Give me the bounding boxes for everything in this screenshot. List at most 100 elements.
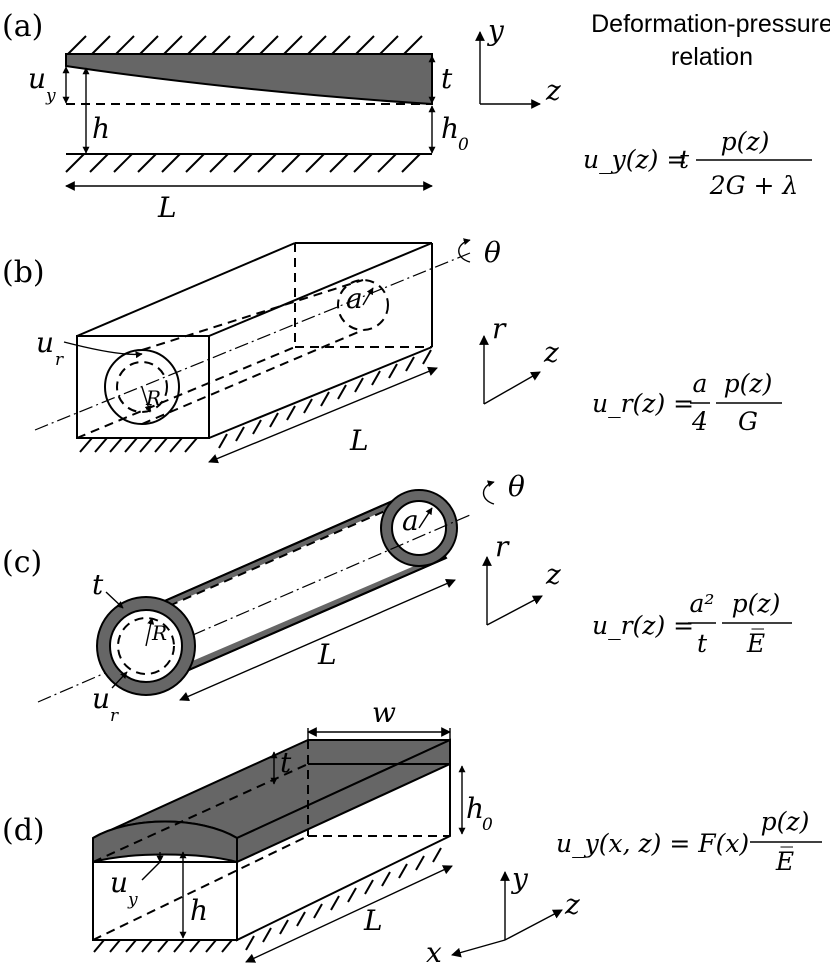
- panel-c-tag: (c): [2, 545, 42, 580]
- w-label: w: [372, 696, 396, 729]
- R-label-c: R: [151, 621, 167, 645]
- eq-c-fden: t: [697, 629, 708, 658]
- L-arrow-c: [179, 579, 456, 701]
- panel-c: (c) a R t u r L θ r z: [2, 470, 792, 726]
- eq-c-den: E̅: [746, 629, 765, 658]
- L-label-b: L: [349, 424, 369, 457]
- eq-c-num: p(z): [732, 589, 781, 618]
- bottom-wall-hatch: [65, 153, 421, 173]
- eq-a-t: t: [679, 145, 690, 174]
- axis-y-label: y: [486, 14, 505, 47]
- eq-b-fden: 4: [691, 407, 708, 436]
- eq-d-num: p(z): [761, 807, 810, 836]
- axis-x-d-label: x: [426, 936, 442, 969]
- axis-r-c-label: r: [495, 530, 510, 563]
- axis-y-d-label: y: [510, 862, 529, 895]
- t-label-c: t: [92, 568, 104, 601]
- theta-label-c: θ: [508, 470, 525, 503]
- h-label: h: [92, 112, 110, 145]
- ur-leader-c: [111, 671, 128, 689]
- eq-c-fnum: a²: [690, 589, 715, 618]
- ground-hatch-front: [79, 437, 198, 453]
- uy-leader-d: [141, 861, 161, 881]
- equation-a: u_y(z) = t p(z) 2G + λ: [583, 127, 812, 200]
- theta-label: θ: [484, 236, 501, 269]
- t-label-d: t: [280, 746, 292, 779]
- axis-z-b: [483, 371, 541, 405]
- eq-a-lhs: u_y(z) =: [583, 145, 687, 174]
- hidden-diagonal-d: [92, 835, 309, 941]
- equation-b: u_r(z) = a 4 p(z) G: [592, 369, 782, 436]
- panel-d: (d) w t h 0 u y h: [2, 696, 822, 969]
- t-label: t: [441, 62, 453, 95]
- deformed-layer: [65, 53, 433, 106]
- box-top-edge-back: [76, 242, 296, 337]
- uy-sub: y: [45, 86, 56, 106]
- front-ring-deformed: [117, 617, 175, 675]
- theta-arrow-c: [482, 480, 495, 505]
- ground-hatch-d-front: [93, 939, 233, 953]
- uy-label-d: u: [110, 866, 128, 899]
- axis-z-label: z: [545, 74, 561, 107]
- heading-line-2: relation: [671, 43, 753, 71]
- uy-label: u: [28, 62, 46, 95]
- panel-d-tag: (d): [2, 813, 45, 848]
- eq-b-den: G: [738, 407, 758, 436]
- a-arrow-c: [418, 507, 433, 529]
- box-top-edge-front: [208, 242, 433, 337]
- panel-a-tag: (a): [2, 9, 43, 44]
- axis-r-label: r: [492, 312, 507, 345]
- box-hidden-diagonal: [76, 346, 296, 439]
- channel-top-hidden: [141, 279, 364, 351]
- ur-sub: r: [55, 350, 64, 370]
- axis-z-d-label: z: [564, 888, 580, 921]
- channel-bottom-hidden: [141, 329, 364, 425]
- box-bottom-edge: [208, 346, 433, 439]
- t-leader: [105, 591, 124, 609]
- top-wall-hatch: [67, 35, 423, 55]
- L-label: L: [157, 191, 177, 224]
- R-arrow: [141, 386, 152, 413]
- L-arrow-b: [208, 366, 438, 464]
- heading-line-1: Deformation-pressure: [591, 10, 830, 38]
- theta-arrow: [458, 238, 471, 263]
- h-label-d: h: [190, 894, 208, 927]
- equation-c: u_r(z) = a² t p(z) E̅: [592, 589, 792, 658]
- eq-c-lhs: u_r(z) =: [592, 611, 694, 640]
- eq-b-num: p(z): [724, 369, 773, 398]
- axis-z-b-label: z: [543, 336, 559, 369]
- L-label-c: L: [317, 638, 337, 671]
- a-label: a: [346, 282, 363, 315]
- ur-sub-c: r: [110, 706, 119, 726]
- h0-label-d: h: [466, 792, 484, 825]
- axis-z-c: [486, 595, 543, 626]
- eq-a-num: p(z): [721, 127, 770, 156]
- ur-label-c: u: [92, 682, 110, 715]
- axis-z-d: [504, 909, 563, 941]
- channel-inner-circle: [116, 361, 168, 413]
- equation-d: u_y(x, z) = F(x) p(z) E̅: [556, 807, 822, 876]
- ur-label: u: [36, 326, 54, 359]
- h0-sub: 0: [458, 135, 469, 155]
- tube-inner-top: [127, 499, 411, 625]
- channel-outer-circle: [104, 349, 180, 425]
- R-label: R: [145, 386, 161, 410]
- panel-b-tag: (b): [2, 255, 45, 290]
- axis-z-c-label: z: [545, 558, 561, 591]
- eq-b-lhs: u_r(z) =: [592, 389, 694, 418]
- L-arrow-d: [245, 865, 453, 963]
- axis-x-d: [451, 939, 506, 958]
- h0-label: h: [441, 112, 459, 145]
- panel-a: (a) u y h t h 0 L y z u_y(z) =: [2, 9, 812, 224]
- L-label-d: L: [363, 904, 383, 937]
- ur-leader: [63, 341, 143, 359]
- channel-back-circle: [337, 279, 389, 331]
- eq-d-lhs: u_y(x, z) = F(x): [556, 829, 749, 858]
- panel-b: (b) R a u r L: [2, 236, 782, 464]
- uy-sub-d: y: [127, 890, 138, 910]
- eq-d-den: E̅: [775, 847, 794, 876]
- axis-centerline: [34, 252, 471, 431]
- h0-sub-d: 0: [482, 815, 493, 835]
- membrane-front: [92, 820, 238, 864]
